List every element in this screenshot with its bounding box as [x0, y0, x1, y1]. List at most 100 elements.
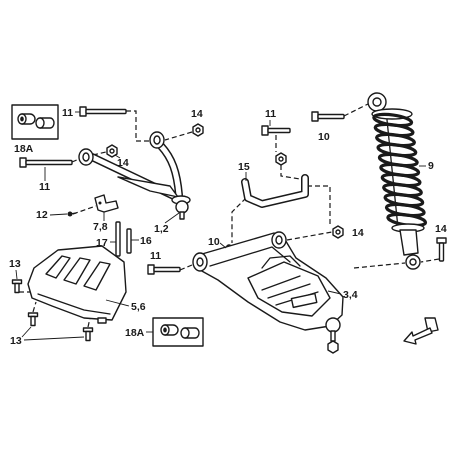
screw-shaft — [69, 212, 77, 215]
callout-14-upper-rear-nut: 14 — [117, 157, 129, 169]
callout-14-upper-front-nut: 14 — [191, 108, 203, 120]
bushing-insert-face — [180, 327, 190, 339]
arm-bushing-right-hole — [275, 235, 283, 245]
upper-control-arm — [78, 131, 191, 220]
shock-bottom-eye-hole — [409, 258, 417, 266]
rod-17 — [115, 221, 121, 257]
screw-12 — [67, 211, 77, 217]
callout-10-washer: 10 — [208, 236, 220, 248]
bolt-shaft — [317, 113, 345, 120]
callout-11-upper-rear-bolt: 11 — [39, 181, 50, 193]
guide-line — [343, 103, 369, 117]
coilover-shock — [367, 92, 428, 270]
guide-line — [72, 205, 97, 215]
bolt-head — [19, 157, 27, 168]
bolt-shock-top — [311, 111, 345, 122]
callout-9-coilover: 9 — [428, 160, 434, 172]
bolt-bracket — [261, 125, 291, 136]
bolt-skid-top — [11, 279, 23, 294]
lower-ball-joint — [325, 317, 341, 333]
guide-line — [71, 158, 80, 163]
callout-14-shock-bolt: 14 — [435, 223, 447, 235]
bolt-shaft — [438, 242, 445, 262]
lower-control-arm — [192, 231, 344, 354]
bracket-hole — [98, 201, 102, 205]
bolt-lower-arm — [147, 264, 181, 275]
leader-line — [219, 242, 227, 249]
nut-hole — [109, 148, 115, 154]
callout-12-screw: 12 — [36, 209, 48, 221]
callout-18a-upper-kit: 18A — [14, 143, 34, 155]
shock-mount-lip — [261, 255, 301, 269]
plate-rib — [83, 261, 111, 291]
arm-tube-front-inner — [158, 143, 182, 198]
callout-5-6-skid-plate: 5,6 — [131, 301, 146, 313]
bushing-kit-lower — [152, 317, 204, 347]
leader-line — [105, 299, 130, 307]
bolt-head — [261, 125, 269, 136]
shock-top-eye-hole — [372, 97, 382, 107]
guide-line — [164, 131, 193, 141]
assembly-guide-lines — [19, 103, 440, 328]
bolt-skid-bottom-left — [27, 312, 39, 327]
shock-rod — [385, 109, 399, 229]
callout-16-rod: 16 — [140, 235, 152, 247]
bolt-shaft — [25, 159, 73, 166]
nut-upper-front — [192, 123, 204, 137]
guide-line — [179, 264, 193, 271]
lower-ball-joint-stud — [330, 330, 336, 342]
bushing-insert-face — [35, 117, 45, 129]
ball-joint — [175, 200, 189, 214]
callout-17-rod: 17 — [96, 237, 108, 249]
guide-line — [420, 258, 440, 263]
guide-line — [280, 165, 301, 180]
nut-lower-arm — [332, 225, 344, 239]
plate-flange — [37, 293, 111, 315]
bolt-shaft — [267, 127, 291, 134]
leader-line — [23, 336, 85, 341]
guide-line — [286, 231, 333, 241]
nut-hole — [335, 229, 341, 235]
bolt-shock-bottom — [436, 237, 447, 262]
leader-line — [15, 269, 18, 280]
guide-line — [32, 301, 37, 313]
callout-13-skid-top-bolt: 13 — [9, 258, 21, 270]
callout-7-8-bracket: 7,8 — [93, 221, 108, 233]
bracket-bar-inner — [242, 175, 308, 207]
leader-line — [21, 326, 32, 338]
bushing-hole — [20, 116, 24, 122]
plate-tab — [97, 317, 107, 324]
arm-bushing-left-hole — [196, 257, 204, 267]
guide-line — [126, 110, 150, 142]
bracket-15 — [241, 174, 309, 208]
bolt-head — [147, 264, 155, 275]
callout-15-bracket: 15 — [238, 161, 250, 173]
rod-16 — [126, 228, 132, 254]
bolt-shaft — [85, 330, 91, 342]
skid-plate — [27, 245, 127, 324]
nut-upper-rear — [106, 144, 118, 158]
guide-line — [87, 317, 91, 328]
callout-11-upper-front-bolt: 11 — [62, 107, 73, 119]
callout-11-lower-bolt: 11 — [150, 250, 161, 262]
bolt-shaft — [14, 282, 20, 294]
part-tag — [290, 292, 318, 309]
callout-18a-lower-kit: 18A — [125, 327, 145, 339]
plate-rib — [63, 257, 91, 285]
bushing-hole — [163, 327, 167, 333]
guide-line — [307, 185, 331, 225]
bracket-7-8 — [94, 194, 119, 213]
bolt-upper-rear — [19, 157, 73, 168]
callout-3-4-lower-arm: 3,4 — [343, 289, 358, 301]
callout-13-skid-bottom-bolts: 13 — [10, 335, 22, 347]
bolt-head — [311, 111, 319, 122]
leader-lines — [15, 111, 426, 341]
leader-line — [164, 212, 180, 224]
bolt-head — [79, 106, 87, 117]
arm-bushing-rear-hole — [82, 152, 90, 162]
plate-rib — [45, 255, 71, 279]
leader-line — [327, 290, 342, 295]
callout-1-2-upper-arm: 1,2 — [154, 223, 169, 235]
arm-bushing-front-hole — [153, 135, 161, 145]
